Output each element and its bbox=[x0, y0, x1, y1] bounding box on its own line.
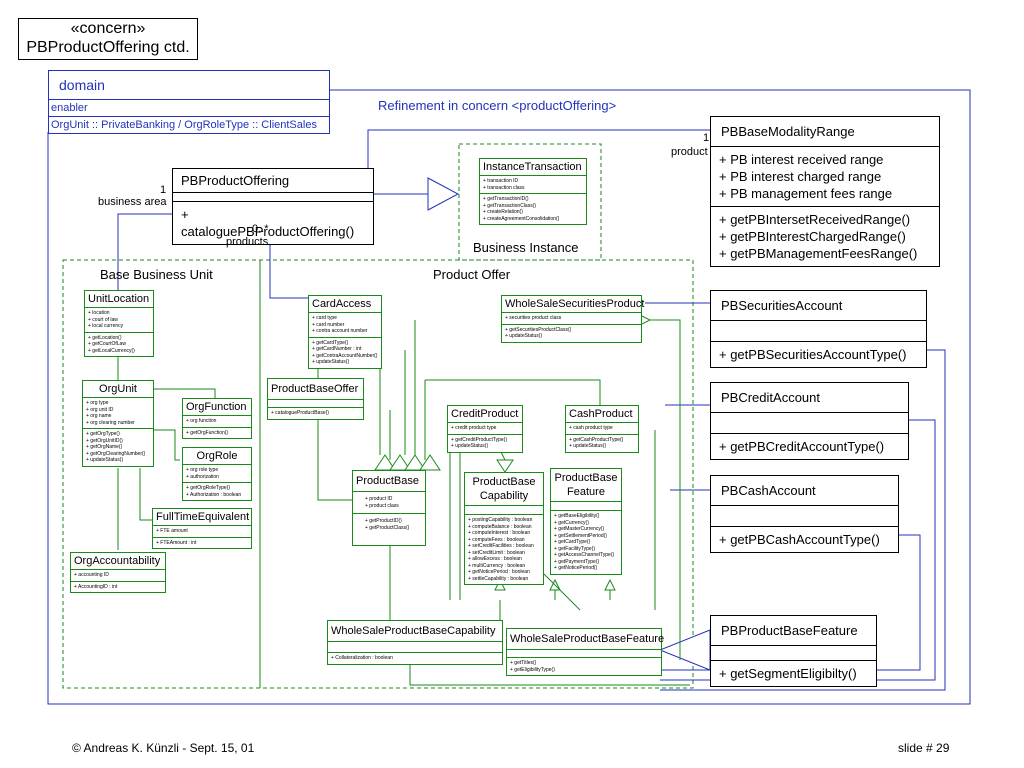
class-name: UnitLocation bbox=[85, 291, 153, 308]
unit-location-class[interactable]: UnitLocation + location+ court of law+ l… bbox=[84, 290, 154, 357]
org-role-class[interactable]: OrgRole + org role type+ authorization +… bbox=[182, 447, 252, 501]
class-name: CreditProduct bbox=[448, 406, 522, 423]
cash-product-class[interactable]: CashProduct + cash product type + getCas… bbox=[565, 405, 639, 453]
product-mult: 1 bbox=[703, 132, 710, 144]
org-unit-class[interactable]: OrgUnit + org type+ org unit ID+ org nam… bbox=[82, 380, 154, 467]
class-name: OrgUnit bbox=[83, 381, 153, 398]
class-name: PBSecuritiesAccount bbox=[711, 291, 926, 321]
products-mult: 0..* bbox=[252, 223, 269, 235]
footer-copyright: © Andreas K. Künzli - Sept. 15, 01 bbox=[72, 741, 255, 755]
business-area-mult: 1 bbox=[160, 184, 167, 196]
class-name: OrgAccountability bbox=[71, 553, 165, 570]
concern-title: «concern» PBProductOffering ctd. bbox=[18, 18, 198, 60]
product-offer-caption: Product Offer bbox=[433, 267, 511, 282]
class-name: CashProduct bbox=[566, 406, 638, 423]
card-access-class[interactable]: CardAccess + card type+ card number+ con… bbox=[308, 295, 382, 369]
pb-product-base-feature-class[interactable]: PBProductBaseFeature + getSegmentEligibi… bbox=[710, 615, 877, 687]
class-op: + getPBCashAccountType() bbox=[719, 532, 880, 547]
class-name: PBProductOffering bbox=[173, 169, 373, 193]
full-time-equivalent-class[interactable]: FullTimeEquivalent + FTE amount + FTEAmo… bbox=[152, 508, 252, 549]
pb-credit-account-class[interactable]: PBCreditAccount + getPBCreditAccountType… bbox=[710, 382, 909, 460]
class-name: InstanceTransaction bbox=[480, 159, 586, 176]
instance-transaction-class[interactable]: InstanceTransaction + transaction ID+ tr… bbox=[479, 158, 587, 225]
pb-securities-account-class[interactable]: PBSecuritiesAccount + getPBSecuritiesAcc… bbox=[710, 290, 927, 368]
domain-role: enabler bbox=[49, 100, 329, 117]
concern-name: PBProductOffering ctd. bbox=[26, 39, 190, 56]
class-op: + getSegmentEligibilty() bbox=[719, 666, 857, 681]
business-area-role: business area bbox=[98, 196, 167, 208]
class-op: + getPBSecuritiesAccountType() bbox=[719, 347, 907, 362]
pb-cash-account-class[interactable]: PBCashAccount + getPBCashAccountType() bbox=[710, 475, 899, 553]
class-name: OrgRole bbox=[183, 448, 251, 465]
class-name: WholeSaleProductBaseFeature bbox=[507, 629, 664, 650]
pb-product-offering-class[interactable]: PBProductOffering + cataloguePBProductOf… bbox=[172, 168, 374, 245]
class-name: PBCreditAccount bbox=[711, 383, 908, 413]
org-function-class[interactable]: OrgFunction + org function + getOrgFunct… bbox=[182, 398, 252, 439]
class-name: PBBaseModalityRange bbox=[711, 117, 939, 147]
class-name: CardAccess bbox=[309, 296, 381, 313]
domain-path: OrgUnit :: PrivateBanking / OrgRoleType … bbox=[51, 119, 317, 131]
wholesale-product-base-capability-class[interactable]: WholeSaleProductBaseCapability + Collate… bbox=[327, 620, 503, 665]
wholesale-securities-product-class[interactable]: WholeSaleSecuritiesProduct + securities … bbox=[501, 295, 644, 343]
class-name: ProductBase bbox=[353, 471, 425, 492]
concern-stereotype: «concern» bbox=[70, 20, 146, 37]
refinement-label: Refinement in concern <productOffering> bbox=[378, 98, 617, 113]
pb-base-modality-range-class[interactable]: PBBaseModalityRange + PB interest receiv… bbox=[710, 116, 940, 267]
wholesale-product-base-feature-class[interactable]: WholeSaleProductBaseFeature + getTitles(… bbox=[506, 628, 664, 676]
class-name: WholeSaleProductBaseCapability bbox=[328, 621, 502, 642]
product-base-offer-class[interactable]: ProductBaseOffer + catalogueProductBase(… bbox=[267, 378, 364, 420]
class-name: PBCashAccount bbox=[711, 476, 898, 506]
domain-name: domain bbox=[49, 71, 329, 100]
class-op: + cataloguePBProductOffering() bbox=[181, 207, 355, 239]
domain-box: domain enabler OrgUnit :: PrivateBanking… bbox=[48, 70, 330, 134]
org-accountability-class[interactable]: OrgAccountability + accounting ID + Acco… bbox=[70, 552, 166, 593]
class-op: + getPBCreditAccountType() bbox=[719, 439, 885, 454]
footer-slide-number: slide # 29 bbox=[898, 741, 950, 755]
business-instance-caption: Business Instance bbox=[473, 240, 579, 255]
class-name: PBProductBaseFeature bbox=[711, 616, 876, 646]
product-base-class[interactable]: ProductBase + product ID+ product class … bbox=[352, 470, 426, 546]
class-name: WholeSaleSecuritiesProduct bbox=[502, 296, 644, 313]
base-business-unit-caption: Base Business Unit bbox=[100, 267, 213, 282]
products-role: products bbox=[226, 236, 269, 248]
credit-product-class[interactable]: CreditProduct + credit product type + ge… bbox=[447, 405, 523, 453]
product-role: product bbox=[671, 146, 708, 158]
class-name: ProductBaseOffer bbox=[268, 379, 363, 400]
class-name: OrgFunction bbox=[183, 399, 251, 416]
class-name: FullTimeEquivalent bbox=[153, 509, 251, 526]
